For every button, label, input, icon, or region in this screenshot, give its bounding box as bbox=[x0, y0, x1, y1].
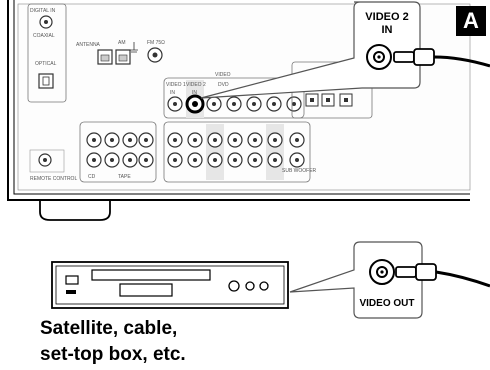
optical-jack bbox=[39, 74, 53, 88]
callout-video-out-label: VIDEO OUT bbox=[359, 298, 414, 309]
video2-label: VIDEO 2 bbox=[186, 82, 206, 88]
power-button bbox=[66, 276, 78, 284]
display-window bbox=[120, 284, 172, 296]
cd-label: CD bbox=[88, 174, 96, 180]
tape-label: TAPE bbox=[118, 174, 131, 180]
set-top-box bbox=[52, 262, 288, 308]
optical-label: OPTICAL bbox=[35, 61, 57, 67]
subwoofer-label: SUB WOOFER bbox=[282, 168, 317, 174]
receiver-foot bbox=[40, 200, 110, 220]
control-knob bbox=[229, 281, 239, 291]
digital-in-label: DIGITAL IN bbox=[30, 8, 56, 14]
disc-tray bbox=[92, 270, 210, 280]
control-button bbox=[260, 282, 268, 290]
caption-line-1: Satellite, cable, bbox=[40, 316, 186, 342]
section-badge: A bbox=[456, 6, 486, 36]
fm-label: FM 75Ω bbox=[147, 40, 165, 46]
status-led bbox=[66, 290, 76, 294]
coaxial-label: COAXIAL bbox=[33, 33, 55, 39]
control-button bbox=[246, 282, 254, 290]
antenna-label: ANTENNA bbox=[76, 42, 101, 48]
caption-line-2: set-top box, etc. bbox=[40, 342, 186, 368]
video-group-label: VIDEO bbox=[215, 72, 231, 78]
video-out-callout: VIDEO OUT bbox=[290, 242, 422, 318]
video1-label: VIDEO 1 bbox=[166, 82, 186, 88]
video-cable bbox=[436, 272, 490, 286]
callout-video2-line1: VIDEO 2 bbox=[365, 11, 408, 23]
in-label: IN bbox=[170, 90, 175, 96]
device-caption: Satellite, cable, set-top box, etc. bbox=[40, 316, 186, 368]
dvd-label: DVD bbox=[218, 82, 229, 88]
am-label: AM bbox=[118, 40, 126, 46]
remote-control-label: REMOTE CONTROL bbox=[30, 176, 77, 182]
callout-video2-line2: IN bbox=[382, 24, 393, 36]
